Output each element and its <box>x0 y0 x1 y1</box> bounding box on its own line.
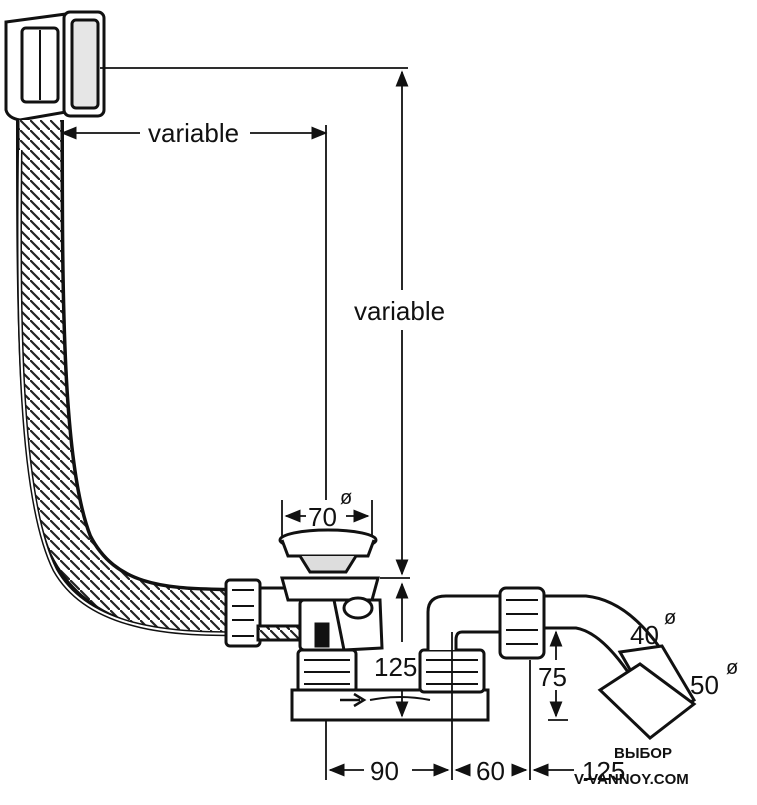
label-dim-b: 60 <box>476 756 505 786</box>
watermark: ВЫБОР V-VANNOY.COM <box>574 745 689 788</box>
outlet-inner-symbol: ø <box>664 607 676 629</box>
trap-base <box>290 688 490 722</box>
overflow-head <box>4 10 106 122</box>
label-dim-c: 125 <box>582 756 625 786</box>
label-drain-height: variable <box>354 296 445 326</box>
label-outlet-inner: 40 <box>630 620 659 650</box>
label-overflow-offset: variable <box>148 118 239 148</box>
label-outlet-outer: 50 <box>690 670 719 700</box>
right-trap-nut <box>418 594 506 694</box>
outlet-outer-symbol: ø <box>726 657 738 679</box>
label-outlet-rise: 75 <box>538 662 567 692</box>
drain-plug <box>278 528 378 574</box>
label-trap-height: 125 <box>374 652 417 682</box>
label-dim-a: 90 <box>370 756 399 786</box>
flexible-hose <box>16 119 263 637</box>
dimension-labels: variable variable 70 ø 125 75 90 60 125 … <box>148 118 738 786</box>
watermark-line1: ВЫБОР <box>614 745 672 762</box>
outlet-elbow <box>498 586 697 740</box>
left-trap-nut <box>296 648 358 694</box>
watermark-line2: V-VANNOY.COM <box>574 771 689 788</box>
dimension-lines <box>60 67 574 780</box>
label-plug-diameter: 70 <box>308 502 337 532</box>
plug-diameter-symbol: ø <box>340 487 352 509</box>
